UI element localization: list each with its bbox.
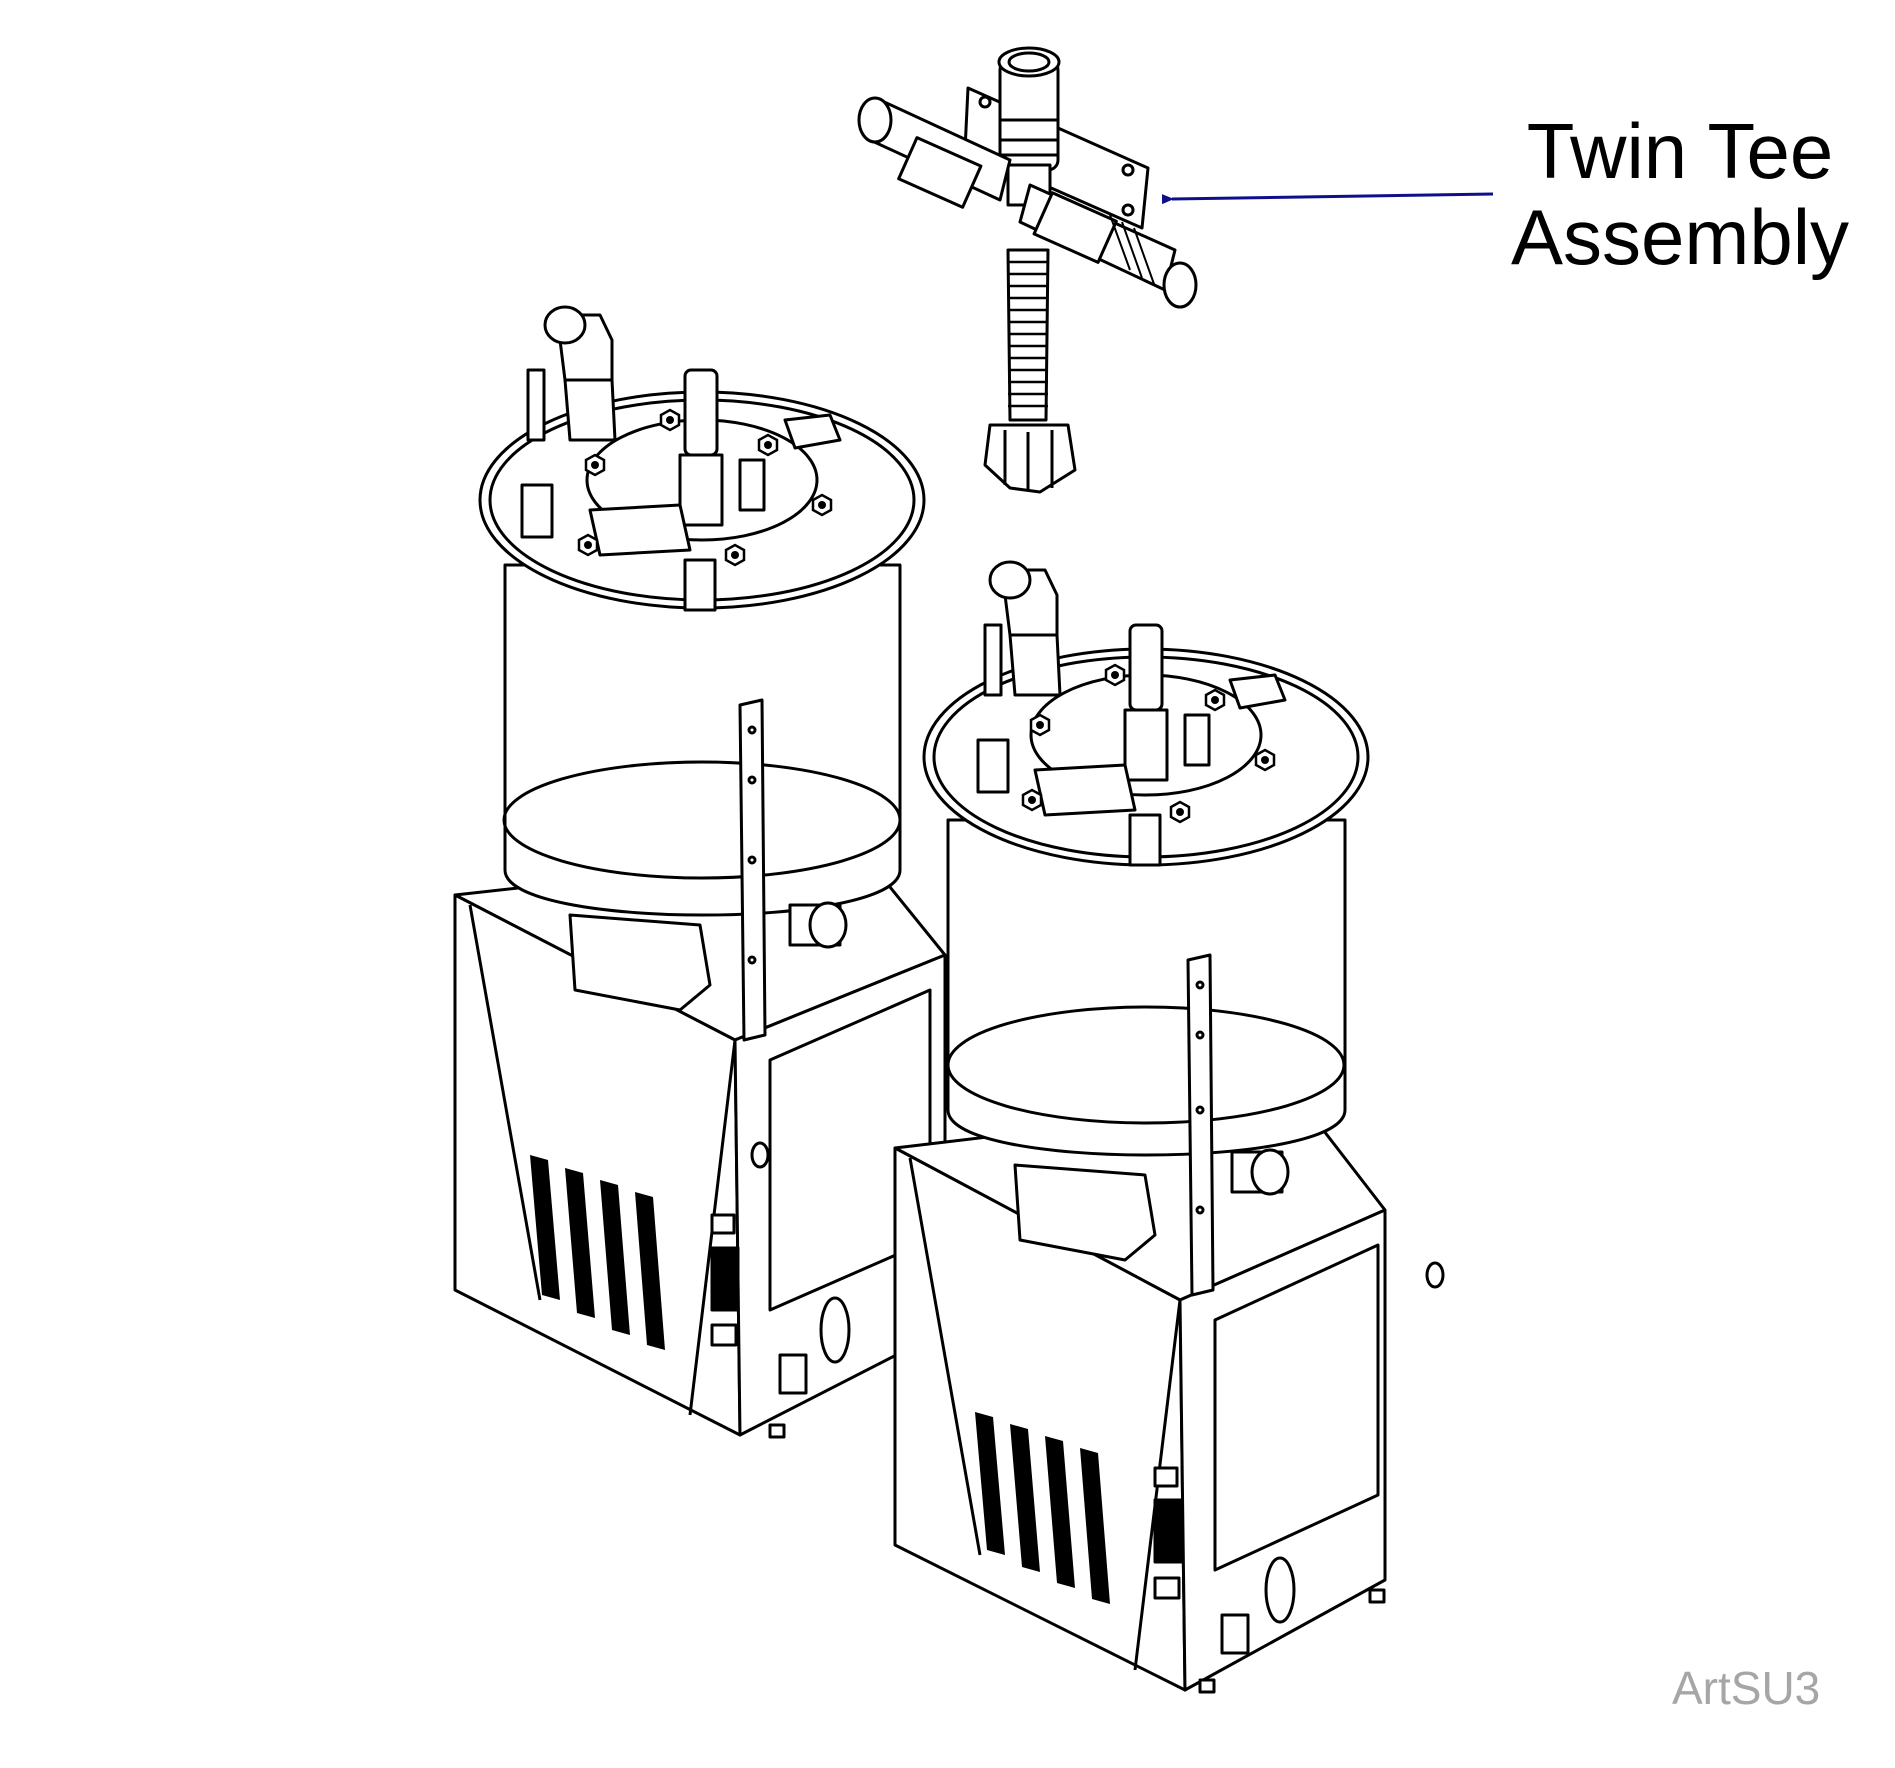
callout-label-line2: Assembly: [1510, 193, 1850, 281]
chiller-unit-front: [893, 560, 1445, 1694]
chiller-unit-rear: [453, 305, 947, 1439]
twin-tee-assembly: [857, 46, 1198, 494]
callout-label-line1: Twin Tee: [1526, 107, 1834, 195]
art-id-label: ArtSU3: [1672, 1662, 1821, 1714]
vent-slots: [530, 1155, 665, 1350]
callout-label: Twin Tee Assembly: [1490, 108, 1870, 280]
callout-arrow: [1161, 192, 1494, 205]
vent-slots: [975, 1412, 1110, 1604]
